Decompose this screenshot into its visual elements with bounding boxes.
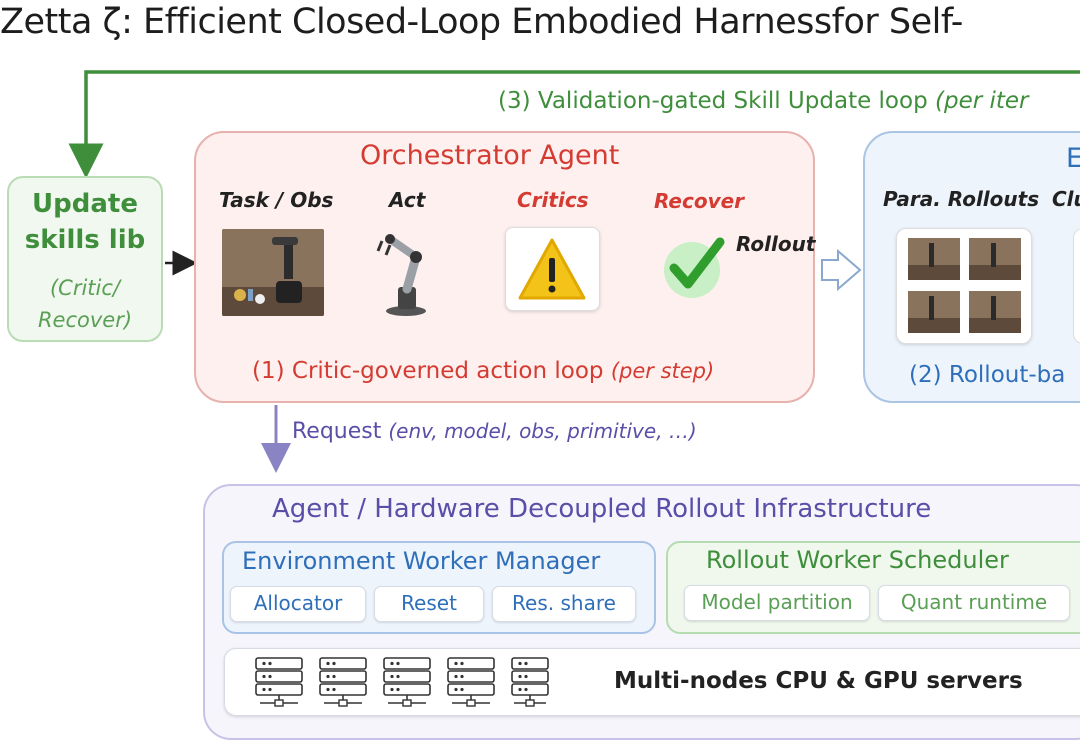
warning-icon — [518, 238, 586, 300]
server-icon — [511, 657, 549, 707]
evaluation-title: E — [1066, 143, 1080, 174]
server-icon — [255, 657, 303, 707]
model-partition-chip: Model partition — [684, 585, 870, 621]
servers-label: Multi-nodes CPU & GPU servers — [614, 668, 1023, 694]
figure-title: Zetta ζ: Efficient Closed-Loop Embodied … — [0, 2, 963, 42]
rollout-thumbnails — [908, 238, 1021, 333]
res-share-chip: Res. share — [492, 586, 636, 622]
request-label: Request (env, model, obs, primitive, …) — [292, 419, 697, 444]
task-observation-photo — [222, 229, 324, 316]
server-icon — [383, 657, 431, 707]
robot-scene-image — [222, 229, 324, 316]
step-task-label: Task / Obs — [219, 188, 334, 212]
reset-chip: Reset — [374, 586, 484, 622]
critics-card — [505, 227, 600, 311]
rollout-worker-scheduler-title: Rollout Worker Scheduler — [706, 546, 1009, 574]
cluster-card — [1073, 228, 1080, 344]
orchestrator-to-eval-arrow — [821, 248, 862, 292]
step-recover-label: Recover — [654, 189, 745, 213]
critic-loop-label: (1) Critic-governed action loop (per ste… — [252, 358, 715, 384]
orchestrator-title: Orchestrator Agent — [360, 140, 620, 171]
skill-update-loop-arrow — [68, 70, 1080, 179]
step-critics-label: Critics — [517, 188, 589, 212]
allocator-chip: Allocator — [230, 586, 366, 622]
cluster-label: Clu — [1052, 187, 1080, 211]
quant-runtime-chip: Quant runtime — [878, 585, 1070, 621]
robot-arm-icon — [376, 225, 440, 317]
para-rollouts-label: Para. Rollouts — [883, 187, 1040, 211]
check-icon — [656, 228, 736, 300]
update-skills-subtitle: (Critic/Recover) — [37, 276, 133, 332]
rollout-loop-label: (2) Rollout-ba — [909, 362, 1066, 388]
step-act-label: Act — [389, 188, 426, 212]
server-icon — [447, 657, 495, 707]
rollout-label: Rollout — [736, 232, 816, 256]
parallel-rollouts-card — [896, 228, 1032, 344]
skill-update-loop-label: (3) Validation-gated Skill Update loop (… — [498, 88, 1029, 114]
infrastructure-title: Agent / Hardware Decoupled Rollout Infra… — [272, 494, 932, 524]
environment-worker-manager-title: Environment Worker Manager — [242, 547, 601, 575]
server-icon — [319, 657, 367, 707]
server-icons — [252, 654, 552, 712]
